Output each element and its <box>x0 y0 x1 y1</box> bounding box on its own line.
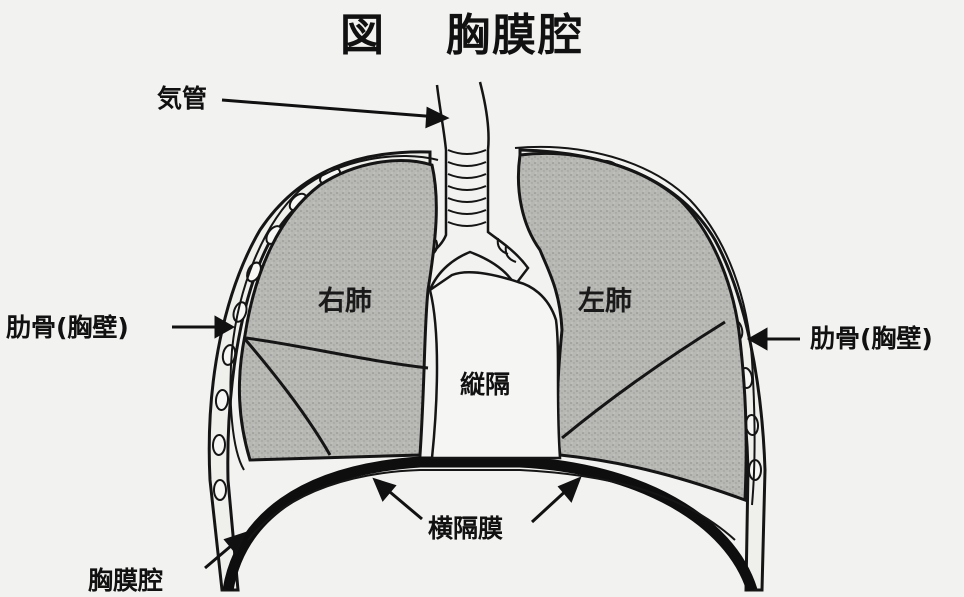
arrow-trachea <box>222 100 438 117</box>
label-right-lung: 右肺 <box>318 288 372 315</box>
title-main: 胸膜腔 <box>446 10 584 61</box>
label-left-lung: 左肺 <box>578 288 632 315</box>
label-pleural-cavity: 胸膜腔 <box>88 568 163 593</box>
title-prefix: 図 <box>340 10 386 61</box>
label-rib-right: 肋骨(胸壁) <box>810 326 933 351</box>
label-trachea: 気管 <box>157 86 207 111</box>
mediastinum <box>430 272 560 458</box>
label-diaphragm: 横隔膜 <box>428 516 503 541</box>
page-title: 図胸膜腔 <box>340 14 584 58</box>
label-mediastinum: 縦隔 <box>460 372 510 397</box>
label-rib-left: 肋骨(胸壁) <box>6 315 129 340</box>
